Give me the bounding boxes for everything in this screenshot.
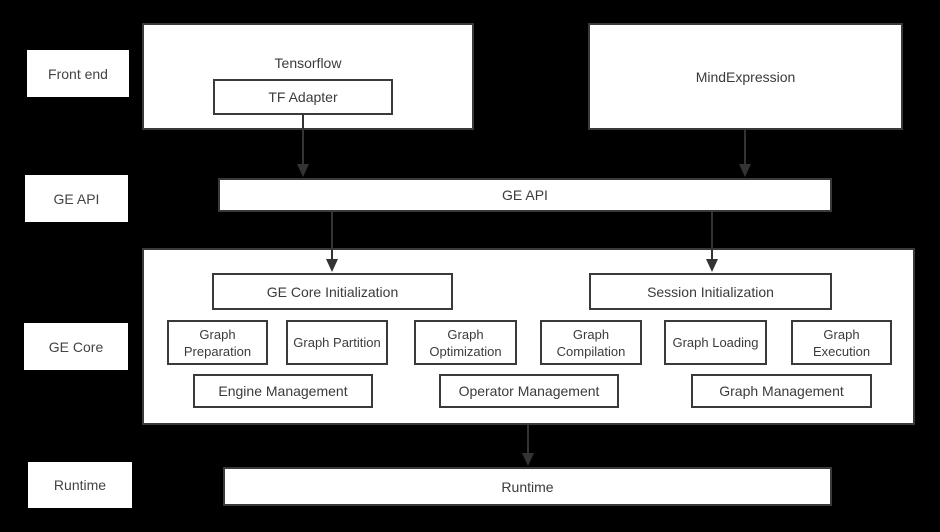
layer-label-runtime: Runtime <box>28 462 132 508</box>
runtime-bar: Runtime <box>223 467 832 506</box>
graph-optimization-box: Graph Optimization <box>414 320 517 365</box>
engine-management-box: Engine Management <box>193 374 373 408</box>
graph-preparation-box: Graph Preparation <box>167 320 268 365</box>
tensorflow-box: Tensorflow TF Adapter <box>142 23 474 130</box>
graph-loading-box: Graph Loading <box>664 320 767 365</box>
arrow-shaft <box>711 212 713 259</box>
mindexpression-box: MindExpression <box>588 23 903 130</box>
layer-label-front-end: Front end <box>27 50 129 97</box>
arrow-down-icon <box>326 259 338 272</box>
arrow-down-icon <box>522 453 534 466</box>
tensorflow-label: Tensorflow <box>274 55 342 71</box>
graph-partition-box: Graph Partition <box>286 320 388 365</box>
arrow-shaft <box>302 114 304 164</box>
arrow-down-icon <box>706 259 718 272</box>
operator-management-box: Operator Management <box>439 374 619 408</box>
arrow-shaft <box>527 425 529 453</box>
session-initialization-box: Session Initialization <box>589 273 832 310</box>
graph-compilation-box: Graph Compilation <box>540 320 642 365</box>
ge-core-initialization-box: GE Core Initialization <box>212 273 453 310</box>
graph-management-box: Graph Management <box>691 374 872 408</box>
ge-api-bar: GE API <box>218 178 832 212</box>
graph-execution-box: Graph Execution <box>791 320 892 365</box>
arrow-down-icon <box>739 164 751 177</box>
tf-adapter-box: TF Adapter <box>213 79 393 115</box>
arrow-shaft <box>331 212 333 259</box>
layer-label-ge-core: GE Core <box>24 323 128 370</box>
arrow-shaft <box>744 130 746 164</box>
layer-label-ge-api: GE API <box>25 175 128 222</box>
arrow-down-icon <box>297 164 309 177</box>
